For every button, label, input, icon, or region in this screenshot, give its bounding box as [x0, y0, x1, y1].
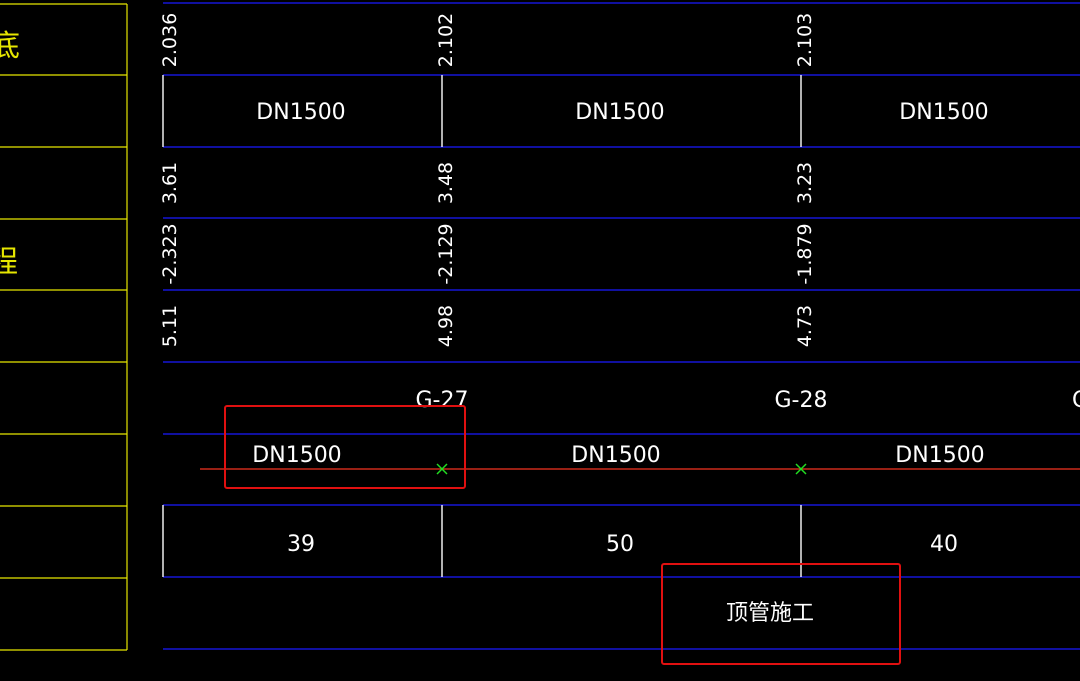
length-1: 39	[287, 532, 315, 557]
row4-value-1: -2.323	[159, 223, 181, 284]
row-5-values: 5.11 4.98 4.73	[159, 305, 816, 347]
row3-value-2: 3.48	[435, 162, 457, 204]
row-3-values: 3.61 3.48 3.23	[159, 162, 816, 204]
row-lines	[163, 2, 1080, 650]
manhole-id-1: G-27	[416, 388, 469, 413]
row2-pipe-size-1: DN1500	[256, 100, 345, 125]
left-panel-glyph-2: 程	[0, 245, 18, 280]
row5-value-1: 5.11	[159, 305, 181, 347]
highlight-box-method	[661, 563, 901, 665]
manhole-ids: G-27 G-28 G	[416, 388, 1080, 413]
row-2-pipe-sizes: DN1500 DN1500 DN1500	[256, 100, 988, 125]
manhole-id-3: G	[1072, 388, 1080, 413]
row5-value-2: 4.98	[435, 305, 457, 347]
length-3: 40	[930, 532, 958, 557]
row1-value-1: 2.036	[159, 13, 181, 67]
pipe-label-1: DN1500	[252, 443, 341, 468]
row-4-values: -2.323 -2.129 -1.879	[159, 223, 816, 284]
lengths-row: 39 50 40	[287, 532, 958, 557]
row3-value-1: 3.61	[159, 162, 181, 204]
row1-value-3: 2.103	[794, 13, 816, 67]
row2-pipe-size-2: DN1500	[575, 100, 664, 125]
manhole-id-2: G-28	[775, 388, 828, 413]
highlight-box-pipe	[224, 405, 466, 489]
row4-value-2: -2.129	[435, 223, 457, 284]
row3-value-3: 3.23	[794, 162, 816, 204]
row2-pipe-size-3: DN1500	[899, 100, 988, 125]
pipe-profile: DN1500 DN1500 DN1500	[200, 443, 1080, 475]
length-2: 50	[606, 532, 634, 557]
construction-method-label: 顶管施工	[726, 601, 814, 626]
node-marker-1	[436, 463, 448, 475]
column-lines	[162, 75, 802, 577]
left-panel-glyph-1: 底	[0, 29, 20, 64]
left-panel: 底 程	[0, 3, 128, 651]
node-marker-2	[795, 463, 807, 475]
row4-value-3: -1.879	[794, 223, 816, 284]
pipe-label-3: DN1500	[895, 443, 984, 468]
row-1-values: 2.036 2.102 2.103	[159, 13, 816, 67]
row5-value-3: 4.73	[794, 305, 816, 347]
row1-value-2: 2.102	[435, 13, 457, 67]
pipe-label-2: DN1500	[571, 443, 660, 468]
